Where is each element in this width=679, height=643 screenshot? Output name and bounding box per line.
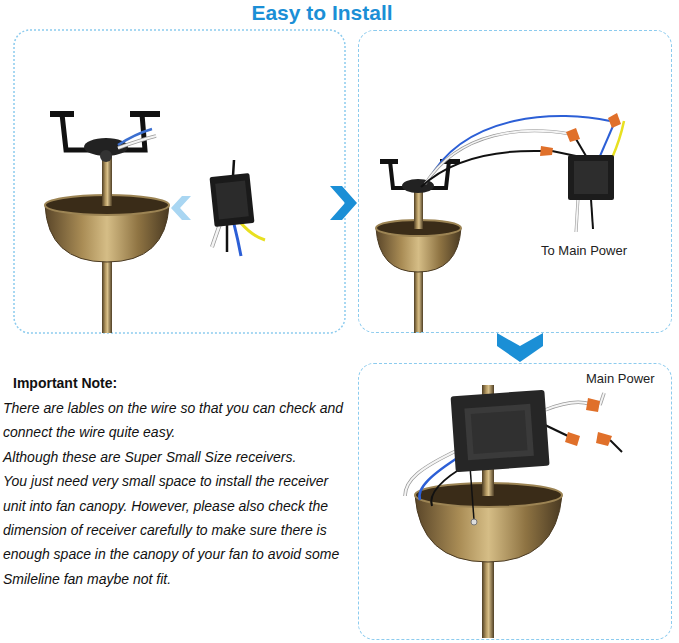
wires: [576, 139, 586, 156]
wires: [421, 151, 543, 187]
wire-nut: [565, 398, 612, 446]
wires: [545, 402, 590, 410]
receiver-unit: [240, 222, 265, 240]
receiver-unit: [464, 404, 533, 460]
mounting-bracket: [130, 111, 160, 117]
fan-canopy: [482, 470, 494, 496]
receiver-unit: [209, 173, 254, 227]
connector-head: [497, 333, 543, 362]
mounting-bracket: [100, 150, 112, 162]
receiver-unit: [209, 173, 254, 227]
note-text: You just need very small space to instal…: [3, 469, 351, 591]
receiver-unit: [471, 410, 528, 454]
left-chevron: [171, 196, 191, 220]
panel-box: To Main Power: [358, 30, 672, 333]
receiver-unit: [451, 390, 550, 472]
fan-canopy: [414, 190, 423, 229]
wire-nut: [596, 432, 612, 446]
flow-chevron: [497, 333, 543, 362]
receiver-unit: [568, 155, 614, 200]
wire-nut: [540, 113, 621, 156]
wires: [591, 199, 593, 229]
wires: [470, 466, 474, 520]
mounting-bracket: [118, 136, 156, 148]
panel-label: Main Power: [584, 370, 657, 387]
panel-frame: [14, 30, 345, 333]
wire-nut: [566, 128, 580, 142]
right-chevron: [330, 186, 357, 220]
wires: [405, 450, 458, 496]
wire-end: [471, 519, 477, 525]
wire-nut: [608, 113, 621, 128]
wires: [545, 402, 590, 410]
page-title: Easy to Install: [0, 0, 644, 26]
panel-box: Main Power: [358, 363, 672, 640]
receiver-unit: [233, 160, 234, 176]
wires: [545, 425, 570, 437]
wires: [405, 450, 458, 496]
receiver-unit: [234, 224, 241, 256]
receiver-unit: [215, 181, 249, 220]
wires: [576, 199, 578, 232]
wires: [600, 393, 604, 405]
receiver-unit: [451, 390, 550, 472]
receiver-unit: [212, 224, 220, 247]
wires: [421, 116, 624, 232]
receiver-unit: [226, 224, 229, 252]
wires: [405, 393, 622, 520]
note-text: There are lables on the wire so that you…: [3, 396, 351, 445]
note-text: Although these are Super Small Size rece…: [3, 445, 351, 469]
receiver-unit: [209, 160, 265, 256]
receiver-unit: [212, 224, 220, 247]
note-block: Important Note:There are lables on the w…: [3, 371, 351, 591]
wire-nut: [586, 398, 600, 412]
mounting-bracket: [118, 136, 156, 148]
wires: [425, 131, 570, 184]
wire-nut: [565, 432, 580, 446]
title-wrap: Easy to Install: [0, 0, 644, 26]
mounting-bracket: [380, 159, 460, 193]
receiver-unit: [568, 155, 614, 200]
note-heading: Important Note:: [13, 371, 351, 396]
wires: [610, 440, 622, 452]
mounting-bracket: [50, 111, 160, 162]
wires: [425, 131, 570, 184]
wire-nut: [540, 146, 553, 156]
wires: [600, 393, 604, 405]
wires: [576, 199, 578, 232]
panel-label: To Main Power: [539, 242, 629, 259]
fan-canopy: [376, 190, 461, 272]
fan-canopy: [415, 470, 562, 562]
wires: [600, 126, 613, 156]
receiver-unit: [574, 161, 608, 194]
fan-canopy: [45, 150, 169, 262]
